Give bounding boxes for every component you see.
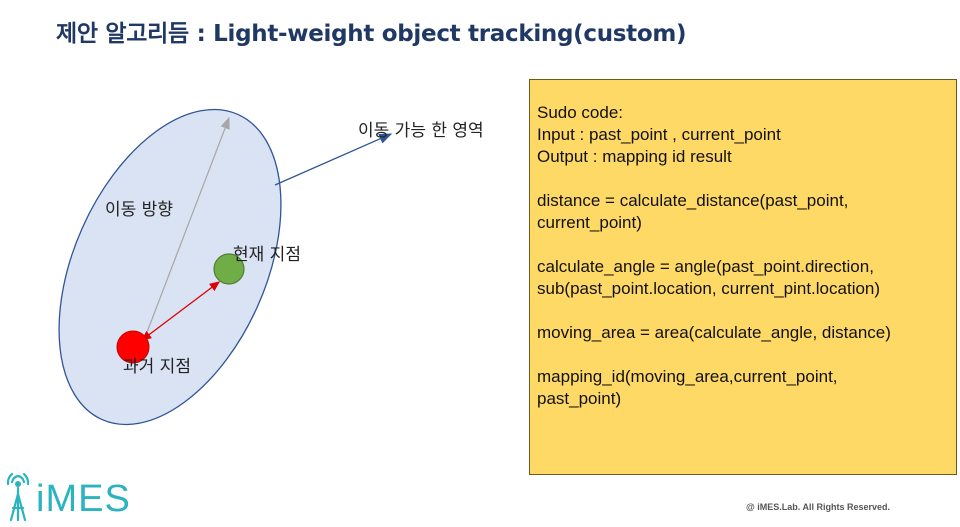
code-line — [537, 168, 950, 190]
code-line: calculate_angle = angle(past_point.direc… — [537, 257, 874, 276]
code-line: moving_area = area(calculate_angle, dist… — [537, 323, 891, 342]
code-line — [537, 234, 950, 256]
movable-area-label: 이동 가능 한 영역 — [358, 121, 484, 141]
code-line: Sudo code: — [537, 103, 624, 122]
code-line — [537, 300, 950, 322]
area-pointer-arrow — [274, 133, 393, 186]
code-line: Input : past_point , current_point — [537, 125, 781, 144]
code-line: Output : mapping id result — [537, 147, 732, 166]
past-point-label: 과거 지점 — [123, 357, 191, 377]
movable-area-ellipse — [58, 108, 282, 426]
slide-title: 제안 알고리듬 : Light-weight object tracking(c… — [56, 21, 687, 47]
copyright-text: @ iMES.Lab. All Rights Reserved. — [746, 502, 890, 512]
current-point-label: 현재 지점 — [233, 245, 301, 265]
code-line: sub(past_point.location, current_pint.lo… — [537, 279, 881, 298]
pseudo-code-box: Sudo code: Input : past_point , current_… — [529, 79, 957, 475]
direction-label: 이동 방향 — [105, 200, 173, 220]
imes-logo-text: iMES — [36, 478, 131, 520]
imes-antenna-icon — [6, 472, 30, 522]
past-point-marker — [116, 330, 150, 364]
code-line: current_point) — [537, 213, 642, 232]
code-line: distance = calculate_distance(past_point… — [537, 191, 849, 210]
code-line: mapping_id(moving_area,current_point, — [537, 367, 838, 386]
code-line — [537, 344, 950, 366]
distance-arrow — [140, 281, 221, 341]
current-point-marker — [213, 253, 245, 285]
code-line: past_point) — [537, 389, 622, 408]
